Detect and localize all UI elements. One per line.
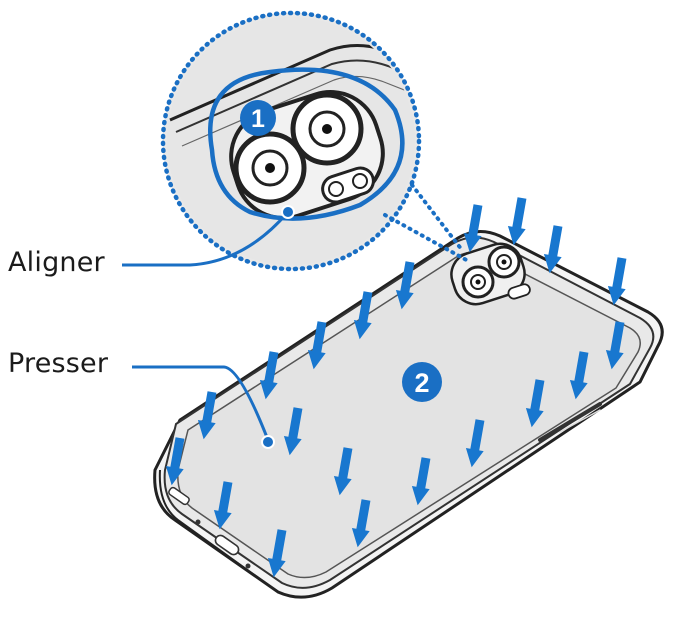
press-arrow xyxy=(351,499,371,548)
press-arrow xyxy=(213,481,233,530)
step-2-number: 2 xyxy=(414,368,429,398)
press-arrows xyxy=(165,197,627,578)
press-arrow xyxy=(411,457,431,506)
press-arrow xyxy=(353,291,373,340)
presser-label: Presser xyxy=(8,348,109,379)
press-arrow xyxy=(197,391,217,440)
press-arrow xyxy=(465,419,485,468)
step-1-number: 1 xyxy=(251,105,265,133)
mic-hole-2 xyxy=(245,563,251,569)
step-1-badge: 1 xyxy=(240,100,276,136)
microphone-hole xyxy=(195,519,201,525)
press-arrow xyxy=(307,321,327,370)
press-arrow xyxy=(267,529,287,578)
press-arrow xyxy=(463,204,483,253)
step-2-badge: 2 xyxy=(402,362,442,402)
press-arrow xyxy=(507,197,527,246)
zoom-callout xyxy=(160,10,472,272)
press-arrow xyxy=(333,447,353,496)
press-arrow xyxy=(283,407,303,456)
press-arrow xyxy=(543,225,563,274)
press-arrow xyxy=(395,261,415,310)
speaker-grille xyxy=(168,486,190,506)
press-arrow xyxy=(605,321,625,370)
press-arrow xyxy=(569,351,589,400)
usb-port xyxy=(214,534,240,556)
press-arrow xyxy=(165,437,185,486)
aligner-leader xyxy=(122,205,295,267)
aligner-label: Aligner xyxy=(8,247,105,278)
phone-camera-module xyxy=(450,242,531,306)
side-button xyxy=(538,402,602,442)
presser-leader xyxy=(132,365,275,449)
press-arrow xyxy=(259,351,279,400)
press-arrow xyxy=(607,257,627,306)
press-arrow xyxy=(525,379,545,428)
